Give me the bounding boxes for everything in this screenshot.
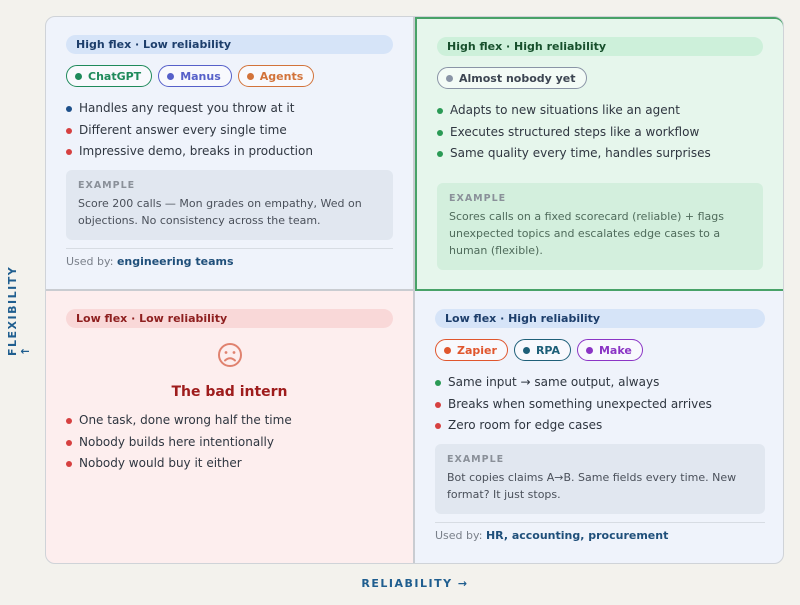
pill-label: Manus (180, 69, 221, 83)
bullet-item: Breaks when something unexpected arrives (435, 394, 765, 416)
bullet-dot-icon (435, 423, 441, 429)
quadrant-title: High flex · High reliability (437, 37, 763, 56)
used-by-prefix: Used by: (66, 254, 114, 268)
example-text: Bot copies claims A→B. Same fields every… (447, 470, 737, 501)
quadrant-high-flex-high-reliability: High flex · High reliability Almost nobo… (415, 17, 783, 291)
bad-intern-heading: The bad intern (171, 384, 288, 400)
bullet-dot-icon (66, 149, 72, 155)
pill-almost-nobody: Almost nobody yet (437, 67, 587, 89)
pill-label: ChatGPT (88, 69, 142, 83)
quadrant-title: High flex · Low reliability (66, 35, 393, 54)
used-by: Used by: engineering teams (66, 247, 393, 268)
bullet-dot-icon (66, 127, 72, 134)
bullet-dot-icon (66, 439, 72, 446)
dot-icon (585, 346, 593, 354)
bullet-dot-icon (66, 418, 72, 424)
bullet-item: Nobody builds here intentionally (66, 432, 393, 454)
bullet-list: Handles any request you throw at it Diff… (66, 98, 393, 163)
quadrant-low-flex-high-reliability: Low flex · High reliability Zapier RPA M… (415, 291, 783, 563)
example-box: EXAMPLE Score 200 calls — Mon grades on … (66, 169, 393, 240)
pill-make: Make (576, 339, 643, 361)
bullet-item: One task, done wrong half the time (66, 410, 393, 432)
bullet-item: Same input → same output, always (435, 372, 765, 394)
example-label: EXAMPLE (447, 453, 505, 465)
bullet-item: Handles any request you throw at it (66, 98, 393, 120)
pill-agents: Agents (237, 65, 315, 87)
quadrant-title: Low flex · Low reliability (66, 309, 393, 328)
pill-label: RPA (535, 343, 560, 357)
dot-icon (75, 72, 82, 80)
bullet-item: Zero room for edge cases (435, 415, 765, 437)
bullet-item: Executes structured steps like a workflo… (437, 122, 763, 144)
dot-icon (446, 74, 453, 82)
bullet-dot-icon (435, 401, 441, 408)
tool-pills: Almost nobody yet (437, 67, 763, 89)
example-label: EXAMPLE (449, 192, 507, 204)
pill-manus: Manus (158, 65, 232, 87)
quadrant-high-flex-low-reliability: High flex · Low reliability ChatGPT Manu… (46, 17, 415, 291)
dot-icon (522, 346, 530, 354)
example-box: EXAMPLE Scores calls on a fixed scorecar… (437, 182, 763, 270)
bullet-dot-icon (66, 461, 72, 467)
example-text: Score 200 calls — Mon grades on empathy,… (78, 196, 362, 227)
quadrant-low-flex-low-reliability: Low flex · Low reliability The bad inter… (46, 291, 415, 563)
tool-pills: ChatGPT Manus Agents (66, 65, 393, 87)
used-by: Used by: HR, accounting, procurement (435, 521, 765, 542)
bullet-dot-icon (66, 106, 72, 112)
bullet-item: Different answer every single time (66, 120, 393, 142)
bullet-item: Adapts to new situations like an agent (437, 100, 763, 122)
bullet-list: Adapts to new situations like an agent E… (437, 100, 763, 165)
pill-label: Agents (259, 69, 304, 83)
bullet-dot-icon (437, 108, 443, 114)
quadrant-grid: High flex · Low reliability ChatGPT Manu… (45, 16, 784, 564)
bullet-dot-icon (437, 151, 443, 157)
used-by-value: HR, accounting, procurement (485, 528, 669, 542)
example-box: EXAMPLE Bot copies claims A→B. Same fiel… (435, 443, 765, 514)
example-label: EXAMPLE (78, 179, 136, 191)
quadrant-title: Low flex · High reliability (435, 309, 765, 328)
pill-label: Zapier (457, 343, 497, 357)
x-axis-label: RELIABILITY → (361, 577, 469, 590)
bullet-list: Same input → same output, always Breaks … (435, 372, 765, 437)
y-axis-label: FLEXIBILITY ↑ (6, 265, 32, 356)
bullet-list: One task, done wrong half the time Nobod… (66, 410, 393, 475)
bullet-dot-icon (435, 380, 441, 386)
sad-face-icon (66, 342, 393, 372)
example-text: Scores calls on a fixed scorecard (relia… (449, 209, 724, 257)
pill-chatgpt: ChatGPT (66, 65, 153, 87)
bullet-item: Impressive demo, breaks in production (66, 141, 393, 163)
pill-label: Almost nobody yet (459, 71, 576, 85)
tool-pills: Zapier RPA Make (435, 339, 765, 361)
pill-zapier: Zapier (435, 339, 508, 361)
bullet-dot-icon (437, 129, 443, 136)
pill-label: Make (598, 343, 632, 357)
bullet-item: Same quality every time, handles surpris… (437, 143, 763, 165)
used-by-value: engineering teams (116, 254, 234, 268)
dot-icon (246, 72, 254, 80)
dot-icon (444, 346, 451, 354)
pill-rpa: RPA (513, 339, 571, 361)
bullet-item: Nobody would buy it either (66, 453, 393, 475)
dot-icon (167, 72, 175, 80)
used-by-prefix: Used by: (435, 528, 483, 542)
